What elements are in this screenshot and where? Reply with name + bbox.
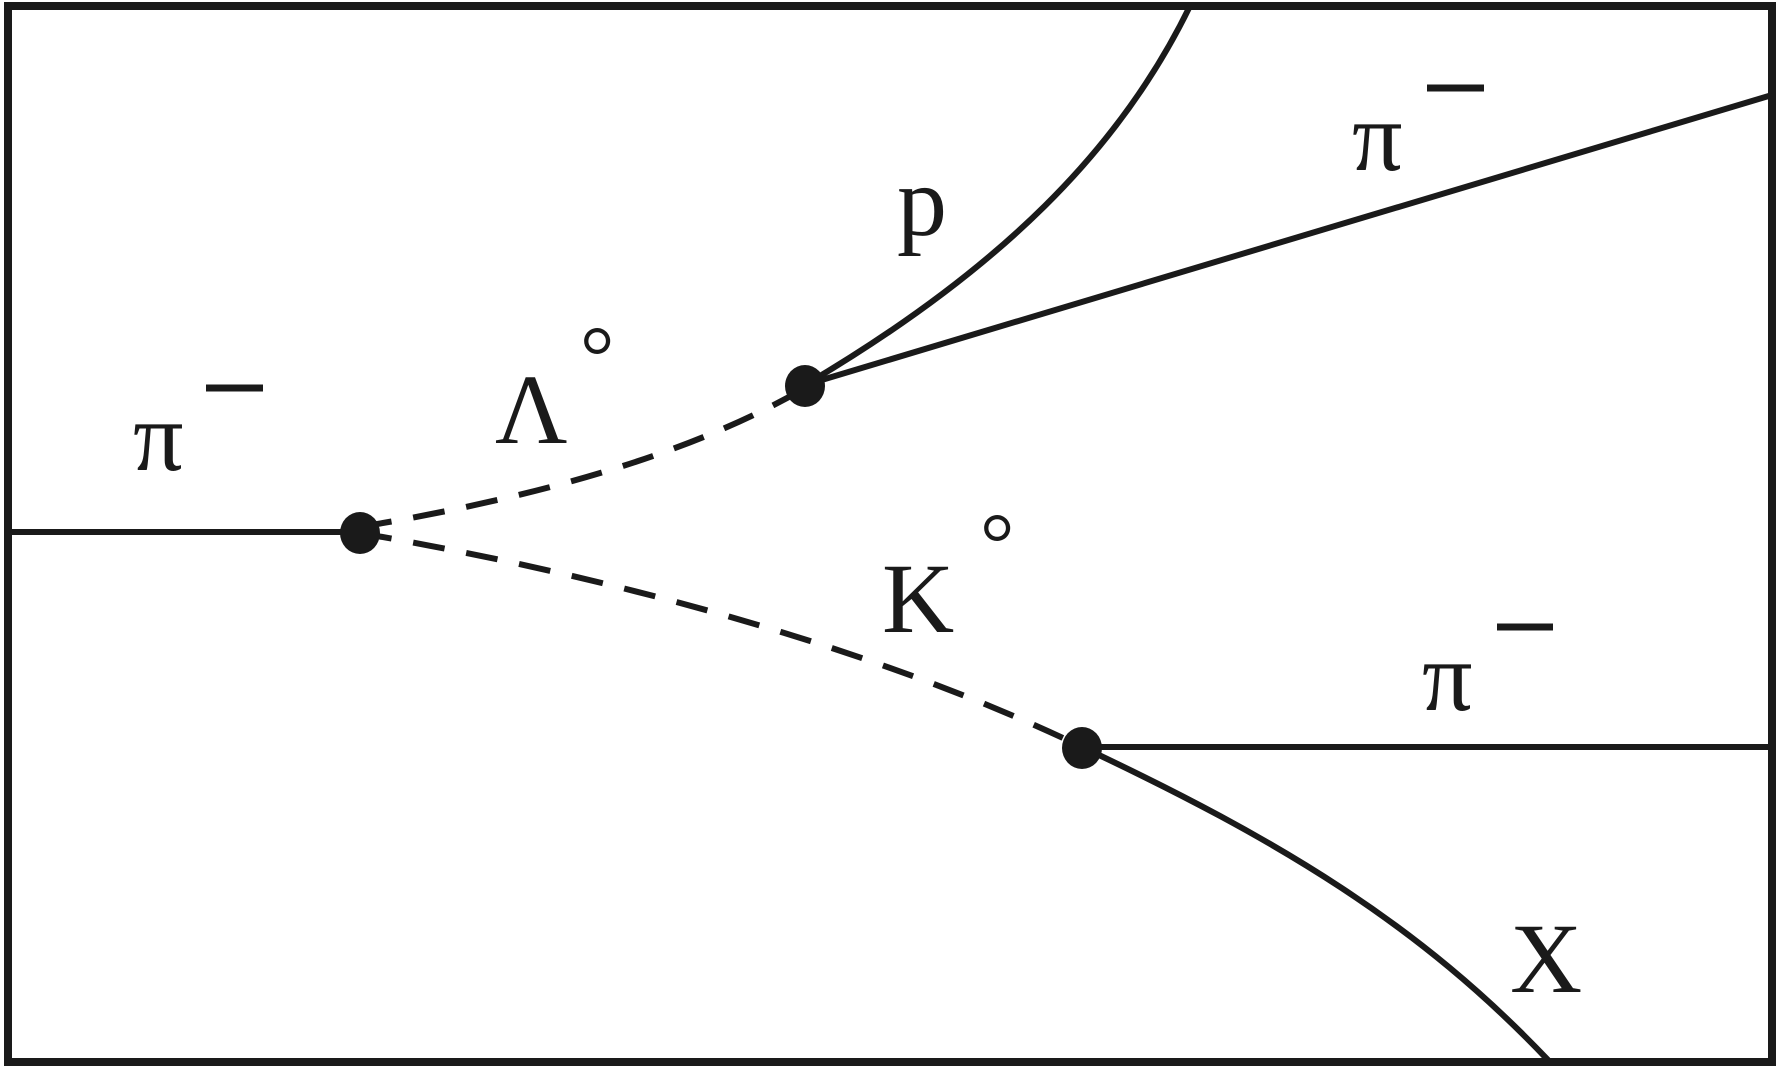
kaon-decay-vertex bbox=[1062, 727, 1102, 769]
kaon-pion-label: π bbox=[1422, 621, 1473, 732]
lambda-pion-track bbox=[804, 92, 1773, 388]
x-label: X bbox=[1510, 903, 1582, 1014]
incoming-pion-label: π bbox=[133, 381, 184, 492]
lambda-superscript: ° bbox=[580, 308, 614, 404]
proton-track bbox=[803, 4, 1193, 388]
kaon-path bbox=[359, 530, 1084, 750]
proton-label: p bbox=[897, 146, 947, 257]
kaon-label: K bbox=[882, 543, 954, 654]
production-vertex bbox=[340, 512, 380, 554]
lambda-decay-vertex bbox=[785, 365, 825, 407]
lambda-label: Λ bbox=[495, 354, 568, 465]
x-track bbox=[1080, 744, 1551, 1063]
kaon-superscript: ° bbox=[980, 495, 1014, 591]
lambda-pion-label: π bbox=[1352, 81, 1403, 192]
lambda-path bbox=[359, 385, 807, 530]
